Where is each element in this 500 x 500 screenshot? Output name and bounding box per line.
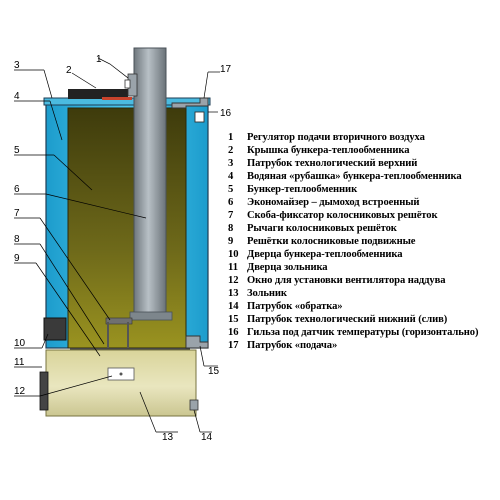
legend-text: Дверца бункера-теплообменника — [247, 249, 403, 260]
legend-text: Патрубок «обратка» — [247, 301, 343, 312]
legend-text: Экономайзер – дымоход встроенный — [247, 197, 420, 208]
parts-legend: 1 Регулятор подачи вторичного воздуха 2 Кр… — [228, 131, 500, 352]
legend-number: 9 — [228, 236, 234, 247]
legend-number: 1 — [228, 132, 234, 143]
legend-number: 13 — [228, 288, 239, 299]
leader-lines — [14, 57, 220, 433]
legend-item: 17 Патрубок «подача» — [228, 339, 500, 352]
hopper-door — [43, 317, 67, 341]
supply-pipe — [171, 97, 209, 109]
legend-number: 5 — [228, 184, 234, 195]
legend-text: Дверца зольника — [247, 262, 328, 273]
legend-text: Патрубок технологический нижний (слив) — [247, 314, 448, 325]
legend-text: Регулятор подачи вторичного воздуха — [247, 132, 425, 143]
callout-3: 3 — [14, 60, 20, 71]
legend-item: 10 Дверца бункера-теплообменника — [228, 248, 500, 261]
legend-text: Водяная «рубашка» бункера-теплообменника — [247, 171, 462, 182]
legend-item: 1 Регулятор подачи вторичного воздуха — [228, 131, 500, 144]
legend-item: 13 Зольник — [228, 287, 500, 300]
callout-1: 1 — [96, 54, 102, 65]
legend-number: 3 — [228, 158, 234, 169]
legend-text: Решётки колосниковые подвижные — [247, 236, 416, 247]
legend-number: 6 — [228, 197, 234, 208]
air-regulator-knob — [124, 79, 131, 89]
legend-item: 16 Гильза под датчик температуры (горизон… — [228, 326, 500, 339]
legend-item: 2 Крышка бункера-теплообменника — [228, 144, 500, 157]
callout-15: 15 — [208, 366, 220, 377]
legend-number: 7 — [228, 210, 234, 221]
legend-number: 8 — [228, 223, 234, 234]
legend-number: 11 — [228, 262, 239, 273]
callout-16: 16 — [220, 108, 232, 119]
callout-17: 17 — [220, 64, 232, 75]
legend-number: 12 — [228, 275, 239, 286]
legend-number: 16 — [228, 327, 239, 338]
chimney-pipe — [133, 47, 167, 317]
legend-item: 11 Дверца зольника — [228, 261, 500, 274]
drain-pipe — [185, 335, 209, 349]
legend-item: 4 Водяная «рубашка» бункера-теплообменник… — [228, 170, 500, 183]
legend-text: Окно для установки вентилятора наддува — [247, 275, 446, 286]
callout-9: 9 — [14, 253, 20, 264]
callout-7: 7 — [14, 208, 20, 219]
callout-13: 13 — [162, 432, 174, 443]
callout-8: 8 — [14, 234, 20, 245]
legend-number: 2 — [228, 145, 234, 156]
chimney-base — [129, 311, 173, 321]
callout-5: 5 — [14, 145, 20, 156]
callout-12: 12 — [14, 386, 26, 397]
legend-number: 15 — [228, 314, 239, 325]
legend-item: 9 Решётки колосниковые подвижные — [228, 235, 500, 248]
legend-item: 6 Экономайзер – дымоход встроенный — [228, 196, 500, 209]
fan-window-dot — [119, 372, 123, 376]
legend-item: 5 Бункер-теплообменник — [228, 183, 500, 196]
ash-pit — [45, 349, 197, 417]
legend-item: 3 Патрубок технологический верхний — [228, 157, 500, 170]
legend-text: Скоба-фиксатор колосниковых решёток — [247, 210, 438, 221]
return-pipe — [189, 399, 199, 411]
callout-10: 10 — [14, 338, 26, 349]
grate-bracket — [105, 317, 133, 325]
callout-4: 4 — [14, 91, 20, 102]
legend-number: 4 — [228, 171, 234, 182]
legend-text: Патрубок технологический верхний — [247, 158, 418, 169]
lid-gasket — [102, 97, 132, 100]
legend-item: 12 Окно для установки вентилятора наддува — [228, 274, 500, 287]
legend-item: 7 Скоба-фиксатор колосниковых решёток — [228, 209, 500, 222]
callout-2: 2 — [66, 65, 72, 76]
legend-number: 14 — [228, 301, 239, 312]
legend-item: 8 Рычаги колосниковых решёток — [228, 222, 500, 235]
legend-number: 17 — [228, 340, 239, 351]
legend-text: Крышка бункера-теплообменника — [247, 145, 410, 156]
legend-text: Бункер-теплообменник — [247, 184, 358, 195]
callout-11: 11 — [14, 357, 25, 368]
temperature-sleeve — [194, 111, 205, 123]
legend-item: 15 Патрубок технологический нижний (слив) — [228, 313, 500, 326]
legend-text: Патрубок «подача» — [247, 340, 338, 351]
callout-14: 14 — [201, 432, 213, 443]
ash-pit-door — [39, 371, 49, 411]
legend-item: 14 Патрубок «обратка» — [228, 300, 500, 313]
hopper-lid — [68, 89, 128, 99]
legend-text: Рычаги колосниковых решёток — [247, 223, 397, 234]
legend-text: Зольник — [247, 288, 287, 299]
legend-text: Гильза под датчик температуры (горизонта… — [247, 327, 479, 338]
callout-6: 6 — [14, 184, 20, 195]
legend-number: 10 — [228, 249, 239, 260]
